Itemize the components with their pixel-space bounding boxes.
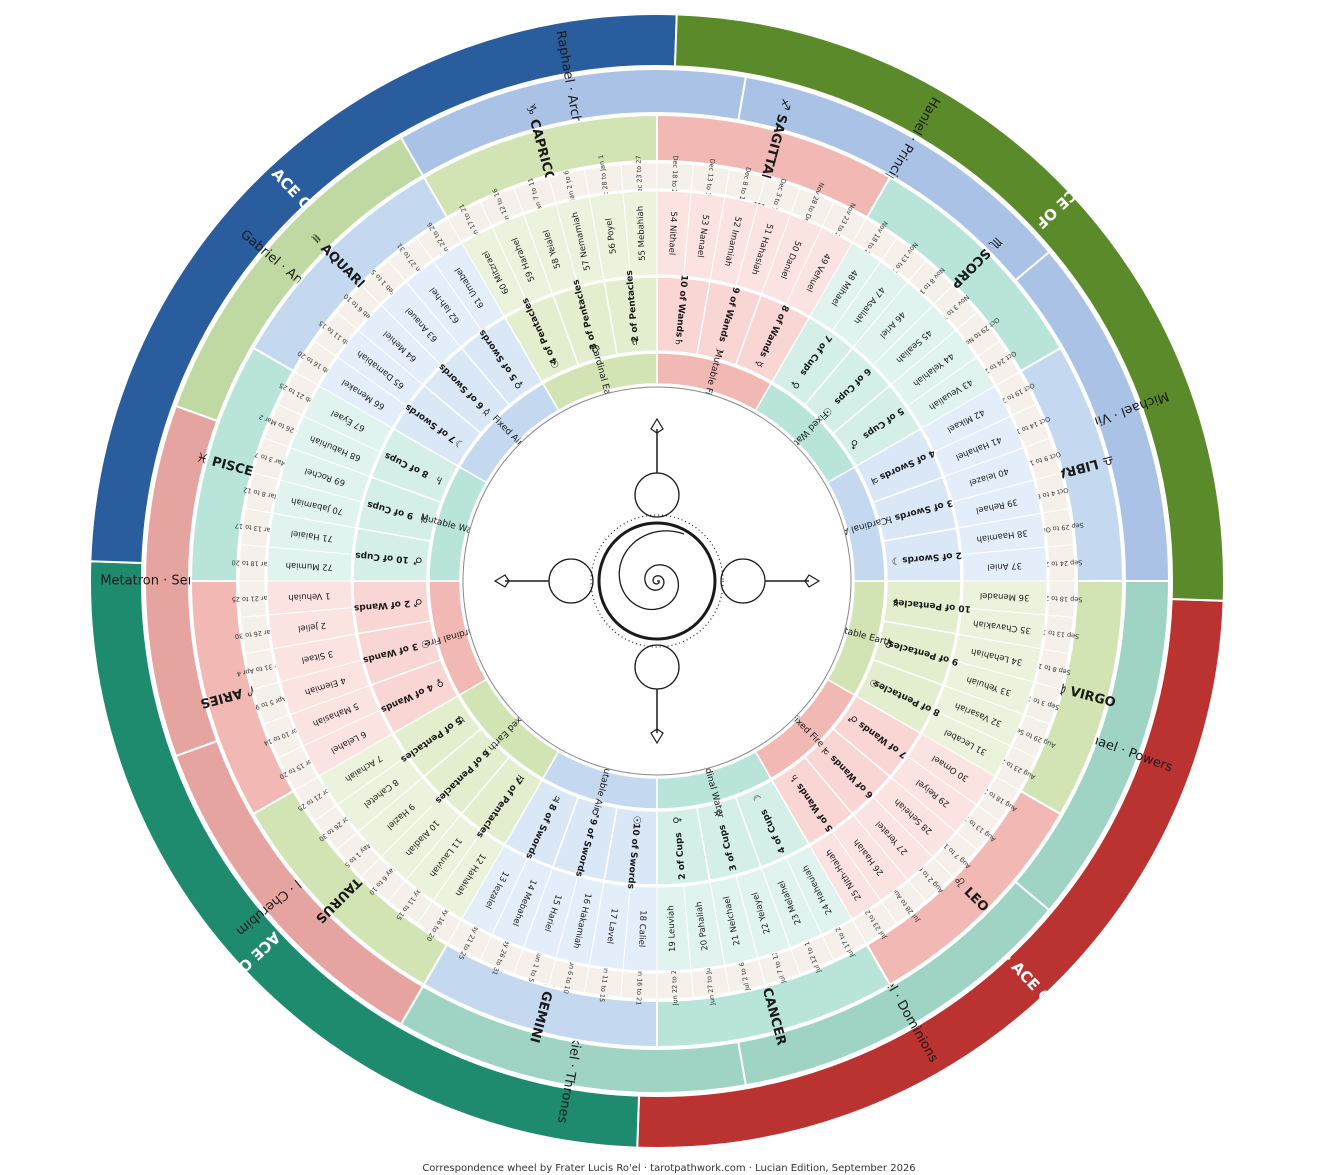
angel-label: 17 Lavel <box>604 907 619 944</box>
date-label: Dec 18 to 22 <box>670 155 680 197</box>
angel-segment <box>266 546 353 582</box>
decan-planet-glyph: ☿ <box>893 596 900 607</box>
angel-label: 2 Jeliel <box>297 620 326 634</box>
decan-planet-glyph: ♀ <box>672 816 684 824</box>
date-label: Sep 24 to 28 <box>1041 558 1083 568</box>
emblem-diamond <box>493 574 510 588</box>
decan-card: 2 of Wands <box>353 598 410 613</box>
emblem-diamond <box>804 574 821 588</box>
decan-planet-glyph: ♄ <box>672 337 684 347</box>
date-label: Dec 23 to 27 <box>634 155 644 197</box>
emblem-diamond <box>650 417 664 434</box>
emblem-spiral <box>618 530 685 611</box>
world-segment <box>89 13 678 565</box>
angel-label: 1 Vehuiah <box>288 590 331 602</box>
decan-planet-glyph: ☉ <box>868 676 881 690</box>
decan-planet-glyph: ♃ <box>868 473 881 487</box>
decan-planet-glyph: ☿ <box>455 712 466 725</box>
angel-label: 19 Leuviah <box>666 905 678 952</box>
archangel-segment <box>174 136 425 423</box>
date-label: Mar 18 to 20 <box>231 558 273 568</box>
world-segment <box>89 560 641 1149</box>
decan-planet-glyph: ♀ <box>884 637 894 650</box>
angel-label: 55 Mebahiah <box>636 206 648 261</box>
emblem-diamond <box>650 728 664 745</box>
decan-planet-glyph: ♄ <box>433 473 446 487</box>
date-label: Jun 22 to 26 <box>670 966 680 1007</box>
footer-credit: Correspondence wheel by Frater Lucis Ro'… <box>422 1163 916 1174</box>
decan-planet-glyph: ♃ <box>630 337 642 347</box>
angel-label: 54 Nithael <box>666 211 678 255</box>
decan-planet-glyph: ♃ <box>419 512 431 525</box>
central-emblem <box>462 386 852 776</box>
decan-planet-glyph: ☽ <box>752 792 766 805</box>
world-segment <box>673 13 1225 602</box>
decan-planet-glyph: ☉ <box>630 815 642 825</box>
decan-planet-glyph: ☿ <box>713 808 725 817</box>
date-label: Sep 18 to 23 <box>1041 594 1083 604</box>
emblem-dotted-ring <box>590 514 724 648</box>
angel-label: 37 Aniel <box>987 560 1022 572</box>
angel-label: 18 Caliel <box>636 910 648 947</box>
date-segment <box>238 544 268 582</box>
decan-card: 10 of Cups <box>355 550 409 565</box>
decan-planet-glyph: ♂ <box>413 554 423 566</box>
decan-planet-glyph: ☿ <box>752 358 765 368</box>
decan-planet-glyph: ☉ <box>549 357 563 370</box>
angel-label: 36 Menadel <box>980 590 1030 602</box>
decan-planet-glyph: ♂ <box>588 343 601 355</box>
decan-segment <box>352 527 432 582</box>
emblem-circle <box>597 521 717 641</box>
decan-planet-glyph: ♄ <box>883 512 895 525</box>
sign-segment <box>189 346 295 582</box>
decan-planet-glyph: ☽ <box>713 343 726 355</box>
decan-card-ring: 2 of Wands♂3 of Wands☉4 of Wands♀5 of Pe… <box>352 270 971 889</box>
angel-label: 56 Poyel <box>604 217 619 254</box>
decan-planet-glyph: ☉ <box>419 637 431 650</box>
decan-planet-glyph: ☽ <box>891 554 901 566</box>
quality-segment <box>428 465 488 582</box>
decan-planet-glyph: ♂ <box>588 807 601 819</box>
decan-card: 2 of Cups <box>674 832 688 880</box>
decan-planet-glyph: ♃ <box>549 792 563 805</box>
date-label: Mar 21 to 25 <box>231 594 273 604</box>
angel-label: 72 Mumiah <box>285 560 333 572</box>
date-label: Jun 16 to 21 <box>634 965 644 1006</box>
decan-planet-glyph: ♀ <box>434 676 445 689</box>
decan-planet-glyph: ♂ <box>413 596 423 608</box>
